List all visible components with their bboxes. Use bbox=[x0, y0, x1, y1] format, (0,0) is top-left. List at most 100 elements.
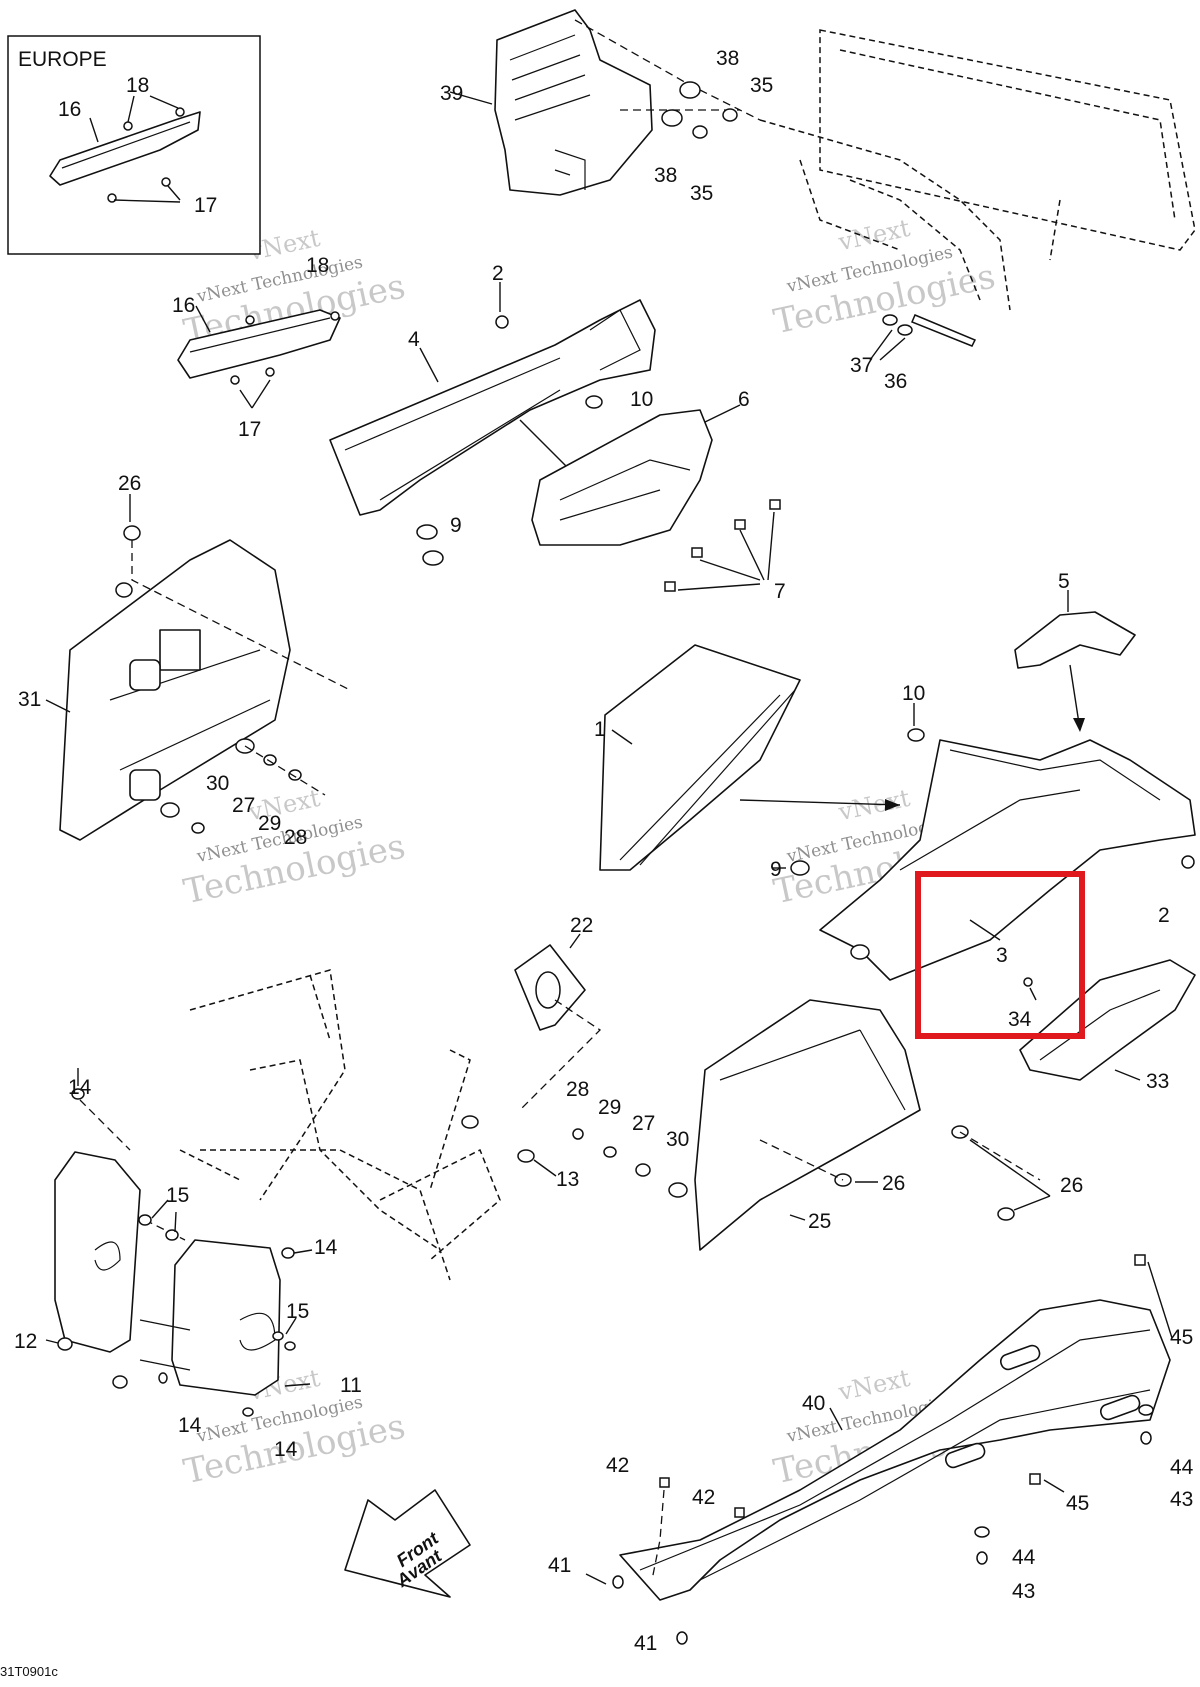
nut-15 bbox=[165, 1229, 179, 1241]
callout-2: 2 bbox=[1158, 904, 1170, 927]
leader-31 bbox=[45, 699, 71, 713]
callout-33: 33 bbox=[1146, 1070, 1169, 1093]
dash-31 bbox=[131, 540, 351, 691]
callout-10: 10 bbox=[902, 682, 925, 705]
arrow-4-6 bbox=[519, 419, 571, 471]
callout-31: 31 bbox=[18, 688, 41, 711]
grommet-9 bbox=[790, 860, 810, 876]
watermark-line: vNext bbox=[835, 784, 913, 827]
screw-41 bbox=[612, 1575, 624, 1589]
dash-22 bbox=[519, 999, 602, 1111]
callout-1: 1 bbox=[594, 718, 606, 741]
screw-2 bbox=[1181, 855, 1195, 869]
callout-38: 38 bbox=[654, 164, 677, 187]
callout-13: 13 bbox=[556, 1168, 579, 1191]
clip-45 bbox=[1134, 1254, 1146, 1266]
part-31-fender bbox=[59, 539, 291, 841]
nut-15 bbox=[272, 1331, 284, 1341]
callout-39: 39 bbox=[440, 82, 463, 105]
callout-7: 7 bbox=[774, 580, 786, 603]
leader-33 bbox=[1114, 1069, 1141, 1081]
europe-inset: EUROPE 16 18 17 bbox=[7, 35, 261, 255]
callout-6: 6 bbox=[738, 388, 750, 411]
nut-15 bbox=[138, 1214, 152, 1226]
leader-12 bbox=[45, 1339, 59, 1344]
part-16-bracket bbox=[177, 309, 341, 385]
dash-31b bbox=[244, 745, 326, 796]
leader-6 bbox=[704, 404, 741, 423]
screw-12 bbox=[57, 1337, 73, 1351]
screw-14 bbox=[281, 1247, 295, 1259]
callout-4: 4 bbox=[408, 328, 420, 351]
callout-14: 14 bbox=[178, 1414, 202, 1437]
grommet-10 bbox=[585, 395, 603, 409]
arrow-1-3 bbox=[739, 799, 901, 806]
grommet-9 bbox=[850, 944, 870, 960]
callout-28: 28 bbox=[284, 826, 307, 849]
nut-42 bbox=[734, 1507, 745, 1518]
watermark-line: vNext bbox=[835, 214, 913, 257]
screw-14 bbox=[71, 1088, 85, 1100]
leader-1 bbox=[611, 729, 633, 745]
callout-18-inset: 18 bbox=[126, 74, 149, 97]
dash-25 bbox=[759, 1131, 1041, 1181]
callout-26: 26 bbox=[118, 472, 141, 495]
callout-12: 12 bbox=[14, 1330, 37, 1353]
grommet-13 bbox=[517, 1149, 535, 1163]
callout-41: 41 bbox=[548, 1554, 571, 1577]
grommet-9 bbox=[422, 550, 444, 566]
callout-38: 38 bbox=[716, 47, 739, 70]
callout-40: 40 bbox=[802, 1392, 825, 1415]
part-40-skid-plate bbox=[619, 1299, 1171, 1601]
watermark-line: vNext bbox=[835, 1364, 913, 1407]
callout-14: 14 bbox=[274, 1438, 298, 1461]
part-6-footrest bbox=[531, 409, 713, 546]
hardware-38-35 bbox=[661, 81, 738, 139]
callout-26: 26 bbox=[1060, 1174, 1083, 1197]
callout-36: 36 bbox=[884, 370, 907, 393]
washer-44 bbox=[1138, 1404, 1154, 1416]
callout-16-inset: 16 bbox=[58, 98, 81, 121]
callout-35: 35 bbox=[690, 182, 713, 205]
part-22-plate bbox=[514, 944, 586, 1031]
leader-13 bbox=[533, 1159, 557, 1177]
leader-3 bbox=[969, 919, 1001, 941]
part-1-panel bbox=[599, 644, 801, 871]
hardware-36-37 bbox=[882, 314, 977, 347]
screw-34 bbox=[1023, 977, 1033, 987]
screw-43 bbox=[1140, 1431, 1152, 1445]
leader-26b bbox=[969, 1139, 1051, 1211]
nut-42 bbox=[659, 1477, 670, 1488]
callout-17: 17 bbox=[238, 418, 261, 441]
screw-14 bbox=[158, 1372, 168, 1384]
callout-41: 41 bbox=[634, 1632, 657, 1655]
leader-34 bbox=[1029, 987, 1037, 1001]
callout-10: 10 bbox=[630, 388, 653, 411]
callout-9: 9 bbox=[770, 858, 782, 881]
leader-41 bbox=[585, 1573, 607, 1585]
callout-44: 44 bbox=[1170, 1456, 1194, 1479]
dash-11 bbox=[79, 1099, 186, 1241]
screw-26 bbox=[997, 1207, 1015, 1221]
callout-35: 35 bbox=[750, 74, 773, 97]
callout-29: 29 bbox=[598, 1096, 621, 1119]
callout-45: 45 bbox=[1066, 1492, 1089, 1515]
callout-30: 30 bbox=[666, 1128, 689, 1151]
nut-15 bbox=[284, 1341, 296, 1351]
leader-16-17 bbox=[195, 305, 271, 409]
leader-18 bbox=[127, 95, 179, 123]
callout-34: 34 bbox=[1008, 1008, 1032, 1031]
leader-45 bbox=[1043, 1479, 1065, 1493]
leader-25 bbox=[789, 1214, 806, 1221]
screw-14 bbox=[242, 1407, 254, 1417]
leader-22 bbox=[569, 933, 581, 949]
screw-26 bbox=[123, 525, 141, 541]
screw-26 bbox=[115, 582, 133, 598]
watermark-2: vNext vNext Technologies Technologies bbox=[770, 214, 998, 343]
callout-5: 5 bbox=[1058, 570, 1070, 593]
highlight-box bbox=[915, 871, 1085, 1039]
callout-29: 29 bbox=[258, 812, 281, 835]
part-3-fender bbox=[819, 739, 1196, 981]
leader-14 bbox=[293, 1249, 313, 1254]
watermark-line: vNext bbox=[245, 784, 323, 827]
